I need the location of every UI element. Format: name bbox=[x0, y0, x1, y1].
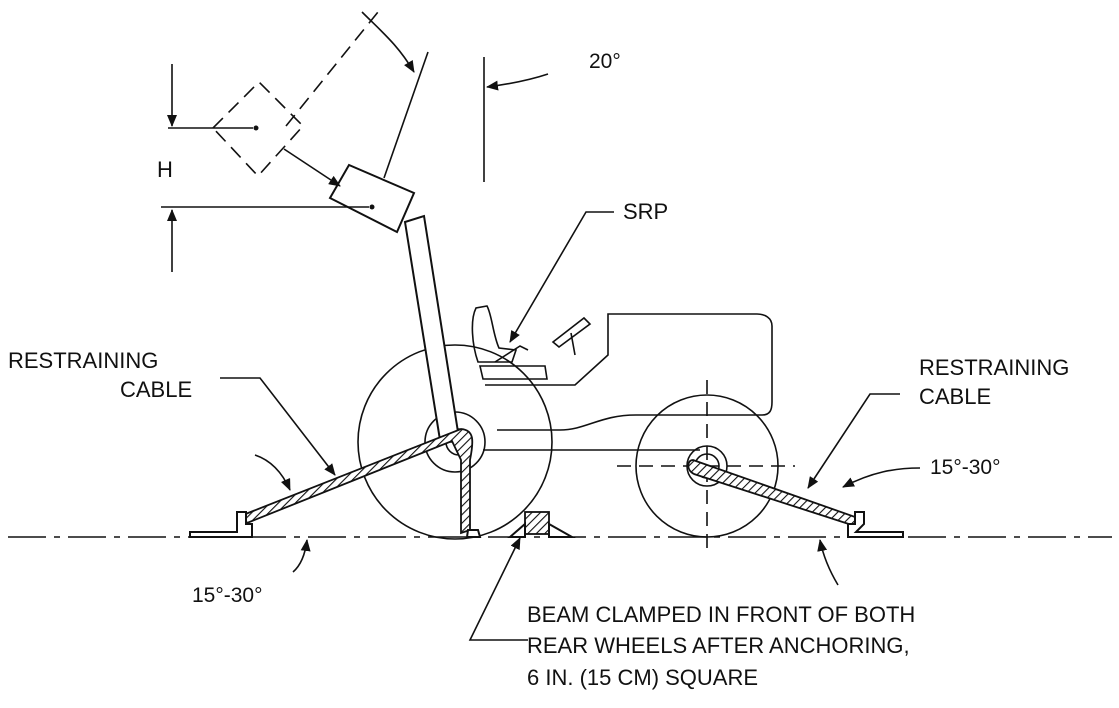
restraining-cable-right-label: RESTRAINING bbox=[919, 355, 1069, 380]
restraining-cable-left-label: RESTRAINING bbox=[8, 348, 158, 373]
beam-block bbox=[507, 511, 576, 538]
tractor-body bbox=[471, 305, 773, 451]
beam-note-line-1: BEAM CLAMPED IN FRONT OF BOTH bbox=[527, 602, 915, 627]
beam-note-line-3: 6 IN. (15 CM) SQUARE bbox=[527, 665, 758, 690]
rotated-rops-position bbox=[211, 80, 305, 178]
srp-label: SRP bbox=[623, 199, 668, 224]
angle-20-label: 20° bbox=[589, 50, 621, 73]
angle-15-30-left-label: 15°-30° bbox=[192, 584, 263, 607]
restraining-cable-right-label-2: CABLE bbox=[919, 384, 991, 409]
height-label: H bbox=[157, 157, 173, 182]
angle-15-30-right-label: 15°-30° bbox=[930, 456, 1001, 479]
front-cable bbox=[687, 459, 860, 528]
rear-cable bbox=[241, 428, 474, 535]
beam-note-line-2: REAR WHEELS AFTER ANCHORING, bbox=[527, 633, 910, 658]
restraining-cable-left-label-2: CABLE bbox=[120, 377, 192, 402]
ground-anchor-icon bbox=[189, 511, 904, 538]
